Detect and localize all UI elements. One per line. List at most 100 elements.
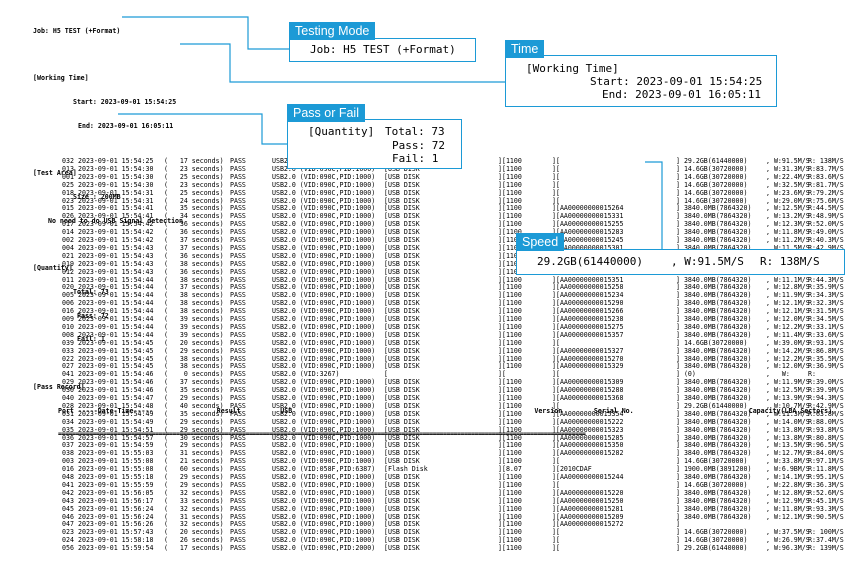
cell-serial: ][AA00000000015272 <box>552 520 624 529</box>
cell-duration: ( 33 seconds) <box>164 496 224 505</box>
pass-fail-header: [Quantity] <box>308 125 375 138</box>
cell-port: 026 <box>62 212 74 221</box>
cell-read-speed: R:45.1M/S <box>808 496 844 505</box>
cell-write-speed: , W:12.7M/S <box>766 449 810 458</box>
cell-serial: ][AA00000000015290 <box>552 299 624 308</box>
cell-duration: ( 32 seconds) <box>164 488 224 497</box>
cell-device: [USB DISK <box>384 283 420 292</box>
cell-version: ][1100 <box>498 362 522 371</box>
cell-write-speed: , W:11.9M/S <box>766 291 810 300</box>
cell-device: [USB DISK <box>384 267 420 276</box>
cell-device: [USB DISK <box>384 299 420 308</box>
cell-version: ][1100 <box>498 520 522 529</box>
cell-capacity: ] 14.6GB(30720000) <box>676 457 748 466</box>
cell-datetime: 2023-09-01 15:57:43 <box>78 528 154 537</box>
connector-time <box>180 43 505 83</box>
cell-serial: ][AA00000000015331 <box>552 212 624 221</box>
cell-result: PASS <box>230 488 246 497</box>
cell-serial: ][AA00000000015354 <box>552 409 624 418</box>
pass-fail-fail: Fail: 1 <box>392 152 439 165</box>
cell-result: PASS <box>230 251 246 260</box>
cell-device: [USB DISK <box>384 496 420 505</box>
cell-datetime: 2023-09-01 15:54:41 <box>78 204 154 213</box>
cell-usb: USB2.0 (VID:090C,PID:1000) <box>272 330 376 339</box>
cell-duration: ( 36 seconds) <box>164 228 224 237</box>
cell-version: ][1100 <box>498 228 522 237</box>
cell-datetime: 2023-09-01 15:54:49 <box>78 409 154 418</box>
cell-version: ][1100 <box>498 536 522 545</box>
cell-duration: ( 35 seconds) <box>164 386 224 395</box>
cell-datetime: 2023-09-01 15:54:45 <box>78 338 154 347</box>
cell-usb: USB2.0 (VID:090C,PID:1000) <box>272 441 376 450</box>
speed-write: , W:91.5M/S <box>671 255 744 268</box>
cell-result: PASS <box>230 338 246 347</box>
cell-capacity: ] 3840.0MB(7864320) <box>676 449 752 458</box>
pass-fail-tag: Pass or Fail <box>287 104 365 122</box>
cell-datetime: 2023-09-01 15:54:44 <box>78 283 154 292</box>
testing-mode-tag: Testing Mode <box>289 22 376 40</box>
cell-version: ][1100 <box>498 441 522 450</box>
cell-duration: ( 38 seconds) <box>164 354 224 363</box>
cell-device: [USB DISK <box>384 394 420 402</box>
cell-serial: ][AA00000000015350 <box>552 441 624 450</box>
cell-duration: ( 29 seconds) <box>164 480 224 489</box>
cell-write-speed: , W:91.5M/S <box>766 157 810 165</box>
testing-mode-text: Job: H5 TEST (+Format) <box>310 43 456 56</box>
cell-write-speed: , W:13.2M/S <box>766 212 810 221</box>
cell-result: PASS <box>230 157 246 165</box>
cell-serial: ][ <box>552 196 560 205</box>
cell-read-speed: R:93.3M/S <box>808 504 844 513</box>
cell-write-speed: , W:22.4M/S <box>766 172 810 181</box>
cell-port: 020 <box>62 283 74 292</box>
cell-serial: ][AA00000000015283 <box>552 228 624 237</box>
cell-usb: USB2.0 (VID:3267) <box>272 370 340 379</box>
cell-version: ][1100 <box>498 180 522 189</box>
cell-version: ][1100 <box>498 204 522 213</box>
cell-datetime: 2023-09-01 15:54:43 <box>78 243 154 252</box>
cell-version: ][1100 <box>498 512 522 521</box>
cell-capacity: ] 3840.0MB(7864320) <box>676 212 752 221</box>
cell-capacity: ] 3840.0MB(7864320) <box>676 315 752 323</box>
cell-datetime: 2023-09-01 15:54:45 <box>78 346 154 355</box>
cell-serial: ][AA00000000015270 <box>552 354 624 363</box>
cell-write-speed: , W:11.5M/S <box>766 243 810 252</box>
cell-device: [USB DISK <box>384 362 420 371</box>
cell-usb: USB2.0 (VID:090C,PID:1000) <box>272 315 376 323</box>
cell-result: PASS <box>230 394 246 402</box>
cell-write-speed: , W:22.8M/S <box>766 480 810 489</box>
speed-capacity: 29.2GB(61440000) <box>537 255 643 268</box>
cell-read-speed: R:80.8M/S <box>808 433 844 442</box>
cell-usb: USB2.0 (VID:090C,PID:1000) <box>272 236 376 244</box>
cell-device: [USB DISK <box>384 172 420 181</box>
cell-serial: ][AA00000000015329 <box>552 362 624 371</box>
cell-usb: USB2.0 (VID:090C,PID:1000) <box>272 299 376 308</box>
cell-usb: USB2.0 (VID:090C,PID:1000) <box>272 204 376 213</box>
cell-duration: ( 0 seconds) <box>164 370 224 379</box>
cell-duration: ( 23 seconds) <box>164 180 224 189</box>
cell-result: PASS <box>230 465 246 474</box>
cell-result: PASS <box>230 457 246 466</box>
cell-datetime: 2023-09-01 15:54:42 <box>78 228 154 237</box>
cell-capacity: ] 3840.0MB(7864320) <box>676 299 752 308</box>
cell-device: [USB DISK <box>384 433 420 442</box>
cell-version: ][1100 <box>498 220 522 229</box>
cell-capacity: ] 3840.0MB(7864320) <box>676 346 752 355</box>
cell-result: PASS <box>230 433 246 442</box>
cell-capacity: ] 29.2GB(61440000) <box>676 401 748 410</box>
cell-duration: ( 39 seconds) <box>164 322 224 331</box>
cell-datetime: 2023-09-01 15:54:42 <box>78 220 154 229</box>
cell-serial: ][AA00000000015244 <box>552 473 624 481</box>
cell-version: ][1100 <box>498 212 522 221</box>
cell-version: ][1100 <box>498 409 522 418</box>
cell-write-speed: , W:39.0M/S <box>766 338 810 347</box>
cell-datetime: 2023-09-01 15:54:30 <box>78 164 154 173</box>
cell-serial: ][AA00000000015309 <box>552 378 624 387</box>
cell-result: PASS <box>230 409 246 418</box>
cell-serial: ][2010CDAF <box>552 465 592 474</box>
cell-write-speed: , W:32.5M/S <box>766 180 810 189</box>
cell-device: [USB DISK <box>384 528 420 537</box>
cell-datetime: 2023-09-01 15:54:44 <box>78 275 154 284</box>
cell-duration: ( 36 seconds) <box>164 220 224 229</box>
cell-capacity: ] 14.6GB(30720000) <box>676 196 748 205</box>
cell-read-speed: R:36.9M/S <box>808 362 844 371</box>
